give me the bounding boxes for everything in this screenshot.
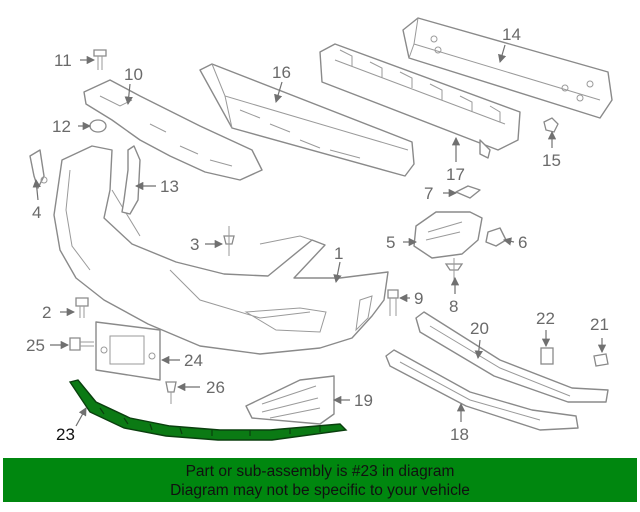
callout-4: 4 — [32, 203, 41, 222]
callout-7: 7 — [424, 184, 433, 203]
part-6-clip — [485, 227, 507, 247]
part-9-bolt — [387, 289, 399, 316]
part-info-banner: Part or sub-assembly is #23 in diagram D… — [3, 458, 637, 502]
callout-15: 15 — [542, 151, 561, 170]
callout-2: 2 — [42, 303, 51, 322]
leader-lines — [32, 44, 607, 427]
part-25-bolt — [69, 337, 94, 351]
part-17-absorber — [319, 43, 521, 159]
part-16-energy-absorber — [199, 63, 415, 177]
part-8-push-pin — [444, 258, 464, 280]
callout-6: 6 — [518, 233, 527, 252]
callout-24: 24 — [184, 351, 203, 370]
part-5-bracket — [413, 211, 483, 259]
part-4-side-guide — [29, 149, 48, 189]
callout-25: 25 — [26, 336, 45, 355]
part-11-bolt — [93, 49, 107, 70]
part-19-grille-insert — [245, 375, 335, 425]
banner-line-1: Part or sub-assembly is #23 in diagram — [185, 463, 455, 480]
callout-labels: 1 2 3 4 5 6 7 8 9 10 11 12 13 14 15 16 1… — [26, 25, 609, 444]
part-13-bracket — [121, 145, 141, 215]
callout-20: 20 — [470, 319, 489, 338]
callout-10: 10 — [124, 65, 143, 84]
part-14-impact-bar — [402, 17, 613, 119]
part-18-lower-deflector — [385, 349, 579, 431]
callout-1: 1 — [334, 244, 343, 263]
part-24-license-plate-bracket — [95, 321, 161, 381]
callout-22: 22 — [536, 309, 555, 328]
callout-21: 21 — [590, 315, 609, 334]
part-21-bolt — [593, 353, 609, 367]
callout-12: 12 — [52, 117, 71, 136]
callout-26: 26 — [206, 378, 225, 397]
part-12-nut — [89, 119, 107, 133]
callout-16: 16 — [272, 63, 291, 82]
part-2-bolt — [75, 297, 89, 318]
part-26-push-pin — [165, 381, 177, 404]
part-15-retainer — [543, 117, 559, 146]
callout-18: 18 — [450, 425, 469, 444]
part-3-push-pin — [223, 226, 235, 256]
part-23-lower-spoiler — [68, 379, 348, 441]
callout-9: 9 — [414, 289, 423, 308]
callout-19: 19 — [354, 391, 373, 410]
callout-17: 17 — [446, 165, 465, 184]
part-20-lower-grille — [415, 311, 609, 403]
callout-23: 23 — [56, 425, 75, 444]
callout-5: 5 — [386, 233, 395, 252]
part-22-cap — [540, 347, 554, 365]
banner-line-2: Diagram may not be specific to your vehi… — [170, 482, 470, 499]
callout-3: 3 — [190, 235, 199, 254]
callout-8: 8 — [449, 297, 458, 316]
parts-diagram: 1 2 3 4 5 6 7 8 9 10 11 12 13 14 15 16 1… — [26, 17, 613, 444]
part-7-nut — [455, 185, 481, 199]
callout-14: 14 — [502, 25, 521, 44]
callout-11: 11 — [54, 51, 72, 70]
callout-13: 13 — [160, 177, 179, 196]
